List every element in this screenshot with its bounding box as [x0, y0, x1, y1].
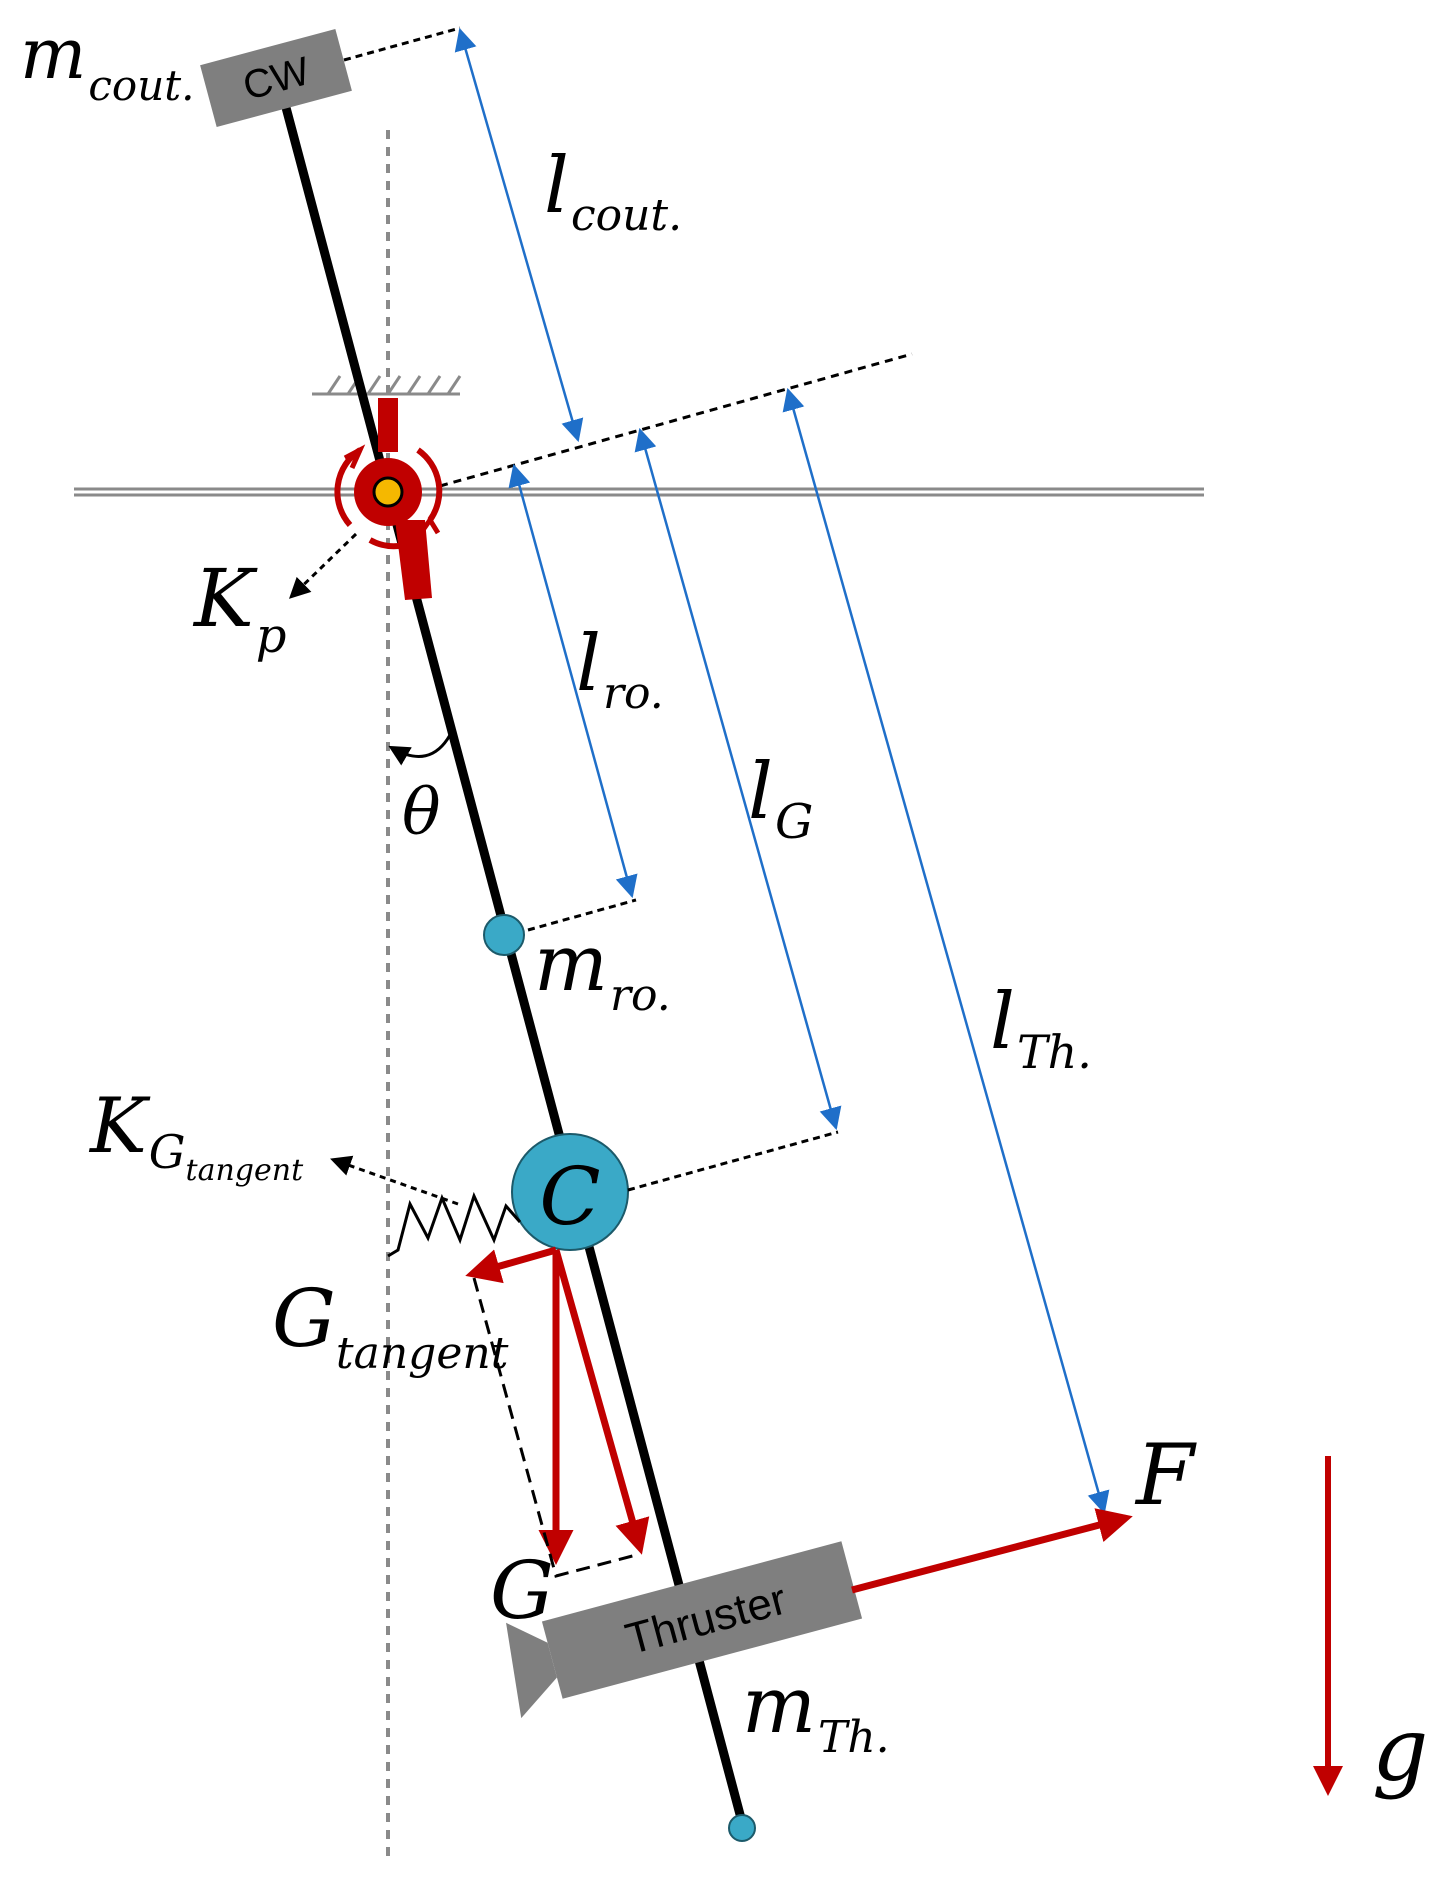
dimension-baseline — [439, 352, 913, 488]
pivot-joint — [334, 398, 443, 600]
rotor-mass — [483, 914, 525, 956]
dimension-l-ro — [508, 463, 638, 899]
g-tangent-force-arrow — [465, 1246, 557, 1284]
dimension-l-cout — [454, 27, 584, 443]
label-l-th: lTh. — [990, 977, 1092, 1079]
pendulum-rod — [279, 98, 747, 1824]
label-k-g-tangent: KGtangent — [88, 1081, 304, 1188]
force-parallelogram — [472, 1277, 641, 1578]
label-c: C — [539, 1150, 600, 1243]
label-theta: θ — [402, 776, 441, 850]
thrust-force-arrow — [851, 1508, 1133, 1594]
counterweight-block: CW — [200, 28, 352, 128]
dimension-l-g — [634, 427, 842, 1131]
label-m-cout: mcout. — [20, 13, 194, 110]
tip-mass — [728, 1814, 756, 1842]
label-g-gravity: g — [1372, 1698, 1428, 1801]
label-l-cout: lcout. — [544, 141, 682, 241]
theta-arc — [388, 734, 452, 766]
pivot-rotation-right-icon — [416, 447, 443, 522]
lcout-leader — [343, 26, 461, 62]
label-g-force: G — [490, 1544, 554, 1637]
g-normal-force-arrow — [552, 1249, 650, 1555]
label-m-ro: mro. — [534, 919, 671, 1021]
dimension-l-th — [782, 387, 1110, 1515]
label-l-g: lG — [748, 747, 813, 850]
kg-tangent-arrow — [330, 1155, 459, 1206]
center-of-mass — [511, 1133, 629, 1251]
label-k-p: Kp — [192, 552, 287, 664]
spring — [387, 1191, 522, 1258]
lg-leader — [627, 1130, 839, 1192]
thruster-nozzle — [506, 1622, 557, 1719]
lro-leader — [527, 898, 637, 932]
kp-arrow — [288, 532, 358, 599]
pivot-center — [372, 476, 404, 508]
label-l-ro: lro. — [576, 619, 664, 719]
label-f: F — [1134, 1426, 1197, 1524]
label-m-th: mTh. — [742, 1661, 890, 1763]
label-g-tangent: Gtangent — [272, 1272, 509, 1379]
